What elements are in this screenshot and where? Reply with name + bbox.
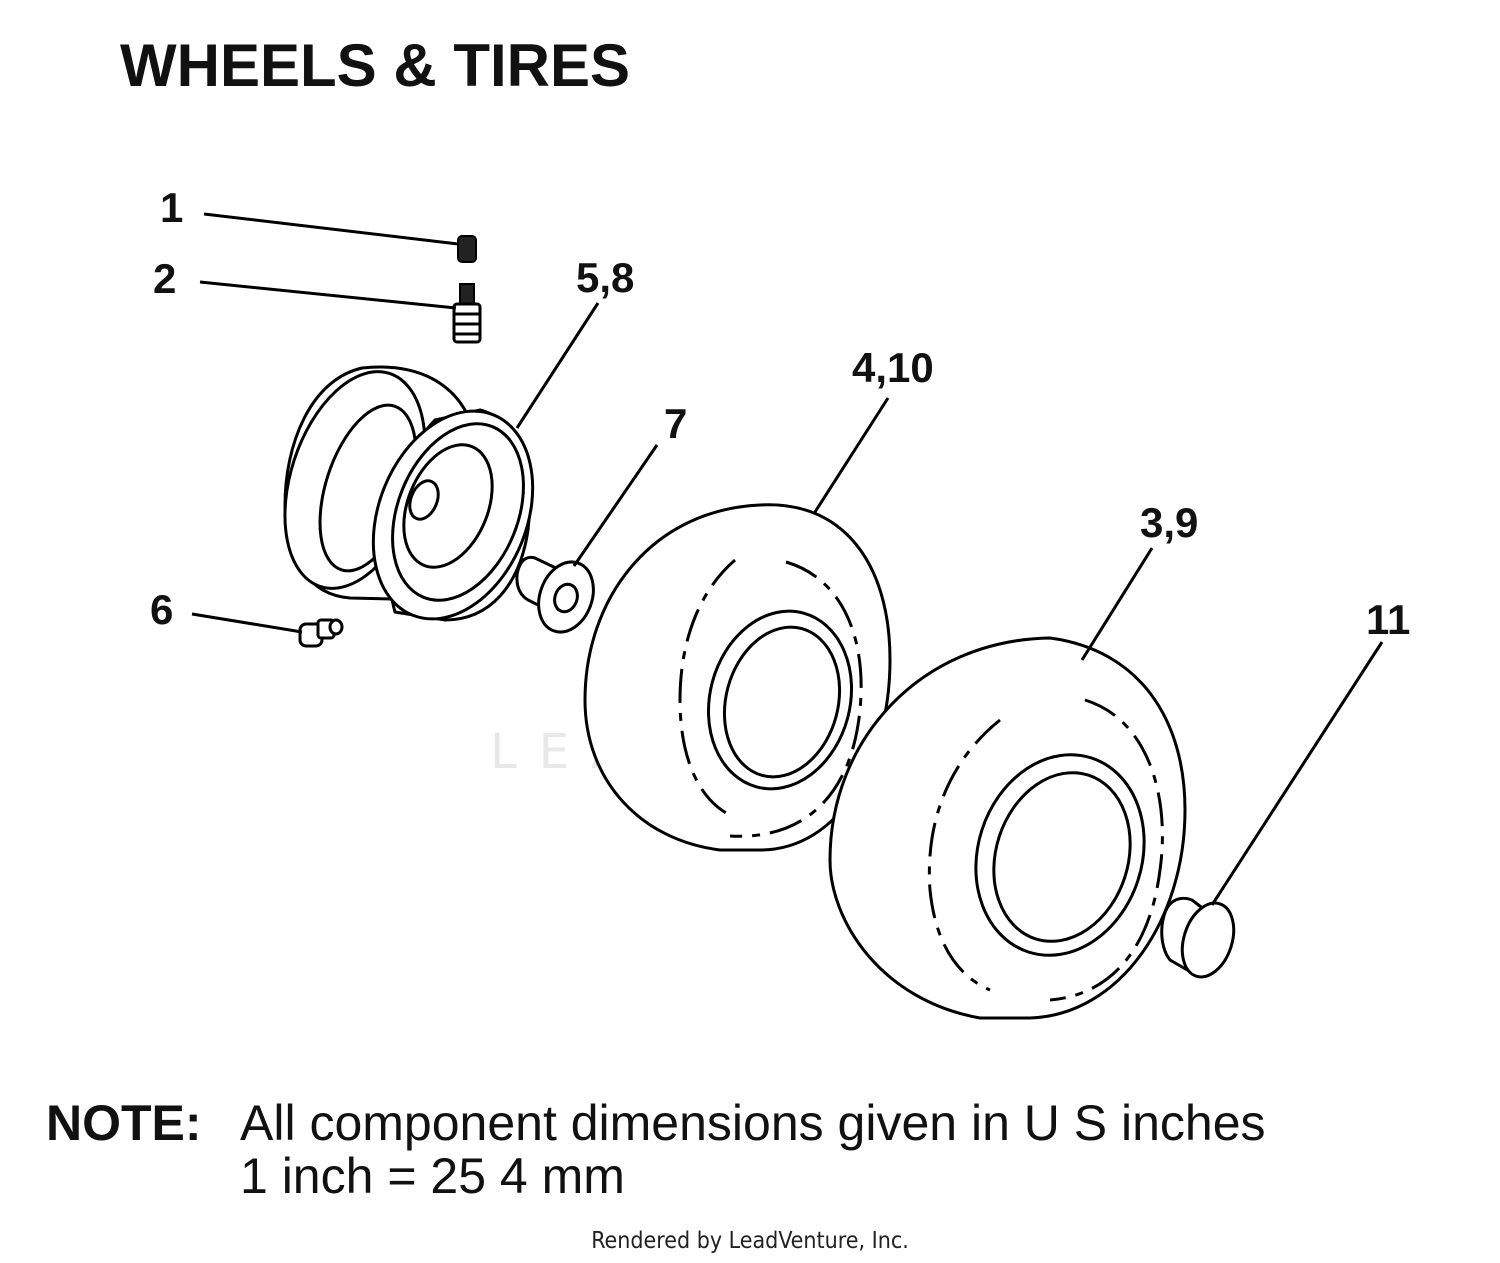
callout-7: 7: [664, 400, 687, 447]
callout-5-8: 5,8: [576, 254, 634, 301]
part-1-valve-cap: [457, 235, 477, 263]
page-title: WHEELS & TIRES: [120, 32, 630, 99]
callout-11: 11: [1366, 596, 1410, 643]
note-label: NOTE:: [46, 1095, 202, 1151]
part-2-valve-stem: [452, 283, 482, 344]
callout-2: 2: [153, 255, 176, 302]
leader-1: [203, 212, 459, 246]
leader-7: [572, 444, 659, 567]
callout-3-9: 3,9: [1140, 499, 1198, 546]
leader-4-10: [813, 397, 890, 513]
part-11-hub-cap: [1160, 896, 1236, 979]
leader-lines: [191, 212, 1384, 906]
footer-credit: Rendered by LeadVenture, Inc.: [591, 1228, 909, 1254]
part-7-bushing: [515, 555, 595, 634]
part-4-10-tire: [583, 503, 892, 852]
callout-4-10: 4,10: [852, 344, 934, 391]
part-3-9-tire: [828, 636, 1187, 1020]
part-6-grease-fitting: [298, 618, 344, 648]
callout-6: 6: [150, 586, 173, 633]
part-5-8-wheel-rim: [283, 365, 535, 622]
leader-2: [199, 280, 457, 310]
note-line-2: 1 inch = 25 4 mm: [240, 1148, 625, 1204]
leader-6: [191, 612, 303, 634]
note-line-1: All component dimensions given in U S in…: [240, 1095, 1266, 1151]
leader-5-8: [515, 302, 600, 429]
leader-3-9: [1080, 547, 1154, 661]
leader-11: [1210, 641, 1384, 906]
callout-1: 1: [160, 184, 183, 231]
